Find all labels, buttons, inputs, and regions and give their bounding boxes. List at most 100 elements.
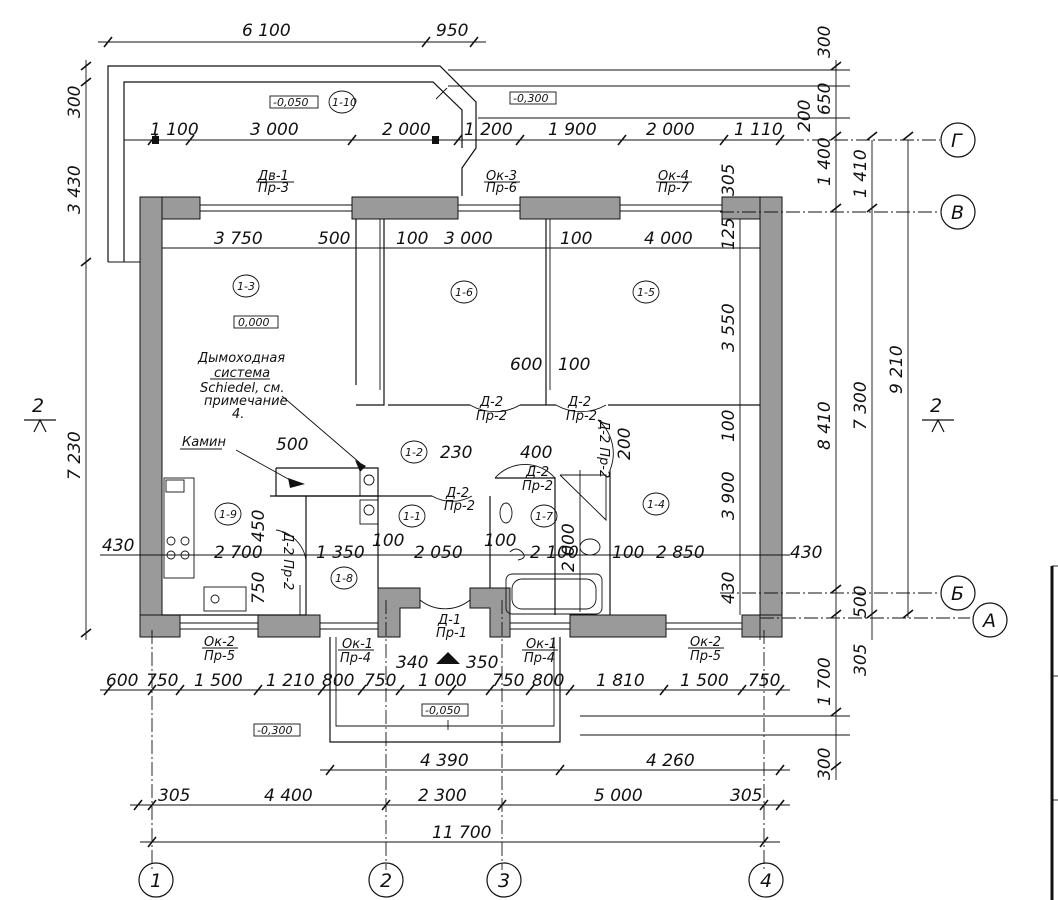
room-marker: 1-5 [637,286,655,299]
dim-int-k: 400 [520,443,552,463]
bottom-dimension-texts: 600 750 1 500 1 210 800 750 1 000 750 80… [106,653,780,843]
note-line: Дымоходная [197,351,285,366]
dim-top-c: 1 100 [150,120,199,140]
note-line: система [214,366,270,381]
dim-right-h: 3 550 [719,303,739,352]
dim-right-l: 500 [851,586,871,618]
section-mark-left: 2 [32,395,44,417]
room-marker: 1-3 [237,280,255,293]
fireplace-label: Камин [182,435,226,450]
opening-mark: Д-2 [479,395,503,410]
dim-bottom-row1: 1 210 [266,671,315,691]
dim-top-g: 1 900 [548,120,597,140]
dim-int-f: 4 000 [644,229,693,249]
room-marker: 1-6 [455,286,473,299]
opening-mark: Д-2 [567,395,591,410]
level-mark: -0,300 [513,92,548,105]
dim-right-c: 200 [795,100,815,132]
dim-bottom-row2: 4 390 [420,751,469,771]
dim-int-w: 750 [249,572,269,604]
dim-top-f: 1 200 [464,120,513,140]
dim-right-m: 305 [851,644,871,676]
dim-int-x: 2 000 [559,523,579,572]
room-marker: 1-10 [332,96,357,109]
opening-mark: Пр-2 [476,409,507,424]
dim-int-t: 100 [612,543,644,563]
dim-bottom-row3: 2 300 [418,786,467,806]
dim-right-k: 430 [719,572,739,604]
opening-mark: Ок-1 [526,637,557,652]
opening-mark: Пр-2 [444,499,475,514]
dim-right-q: 7 300 [851,381,871,430]
room-marker: 1-4 [647,498,665,511]
dim-int-d: 3 000 [444,229,493,249]
dim-bottom-row3: 305 [730,786,762,806]
dim-bottom-row3: 5 000 [594,786,643,806]
dim-top-b: 950 [436,21,468,41]
dim-bottom-total: 11 700 [432,823,491,843]
opening-mark: Пр-1 [436,626,467,641]
dim-left-a: 300 [65,86,85,118]
dim-int-q: 2 050 [414,543,463,563]
dim-int-n: 450 [249,510,269,542]
dim-int-v: 430 [790,543,822,563]
dim-top-e: 2 000 [382,120,431,140]
level-mark: -0,300 [257,724,292,737]
dim-right-i: 100 [719,410,739,442]
dim-bottom-row2: 4 260 [646,751,695,771]
opening-mark: Ок-3 [486,169,517,184]
right-dimension-texts: 300 650 200 1 400 1 410 305 125 3 550 10… [719,26,907,780]
door-swings [275,404,614,610]
opening-mark: Пр-5 [204,649,235,664]
dim-right-o: 300 [815,748,835,780]
dim-int-c: 100 [396,229,428,249]
room-markers: 1-10 1-3 1-6 1-5 1-2 1-9 1-1 1-7 1-4 1-8 [214,90,670,590]
kitchen-fixtures [163,477,247,612]
porch-outline [329,637,561,743]
dim-top-h: 2 000 [646,120,695,140]
dim-int-m: 2 700 [214,543,263,563]
dim-bottom-row1: 1 500 [194,671,243,691]
dim-right-r: 9 210 [887,345,907,394]
exterior-walls [139,196,783,638]
dim-int-u: 2 850 [656,543,705,563]
axis-label-a: А [981,610,996,632]
bathroom-fixtures [499,474,607,615]
dim-bottom-row1: 750 [492,671,524,691]
dim-right-a: 300 [815,26,835,58]
dim-int-a: 3 750 [214,229,263,249]
dim-porch: 350 [466,653,498,673]
axis-label-b: Б [951,583,964,605]
dim-int-j: 230 [440,443,472,463]
dim-int-h: 100 [558,355,590,375]
interior-partitions [162,219,760,616]
dim-bottom-row1: 600 [106,671,138,691]
opening-mark: Пр-2 [566,409,597,424]
window-lines [180,204,742,630]
opening-mark: Пр-4 [340,651,371,666]
section-marks: 2 2 [24,395,954,433]
dim-left-b: 3 430 [65,165,85,214]
note-line: 4. [232,407,244,422]
level-marks: -0,050 -0,300 0,000 -0,050 -0,300 [233,91,557,737]
dim-porch: 340 [396,653,428,673]
dim-bottom-row1: 1 810 [596,671,645,691]
dim-top-i: 1 110 [734,120,783,140]
dim-right-e: 1 410 [851,149,871,198]
opening-mark: Д-2 [525,465,549,480]
dim-int-e: 100 [560,229,592,249]
dim-right-p: 8 410 [815,401,835,450]
opening-mark: Пр-3 [258,181,289,196]
dim-int-s: 2 100 [530,543,579,563]
opening-mark: Д-2 [445,486,469,501]
dim-int-o: 1 350 [316,543,365,563]
dim-right-b: 650 [815,83,835,115]
dim-int-g: 600 [510,355,542,375]
dim-bottom-row1: 1 000 [418,671,467,691]
dim-int-p: 100 [372,531,404,551]
opening-mark: Ок-4 [658,169,689,184]
note-line: примечание [204,394,288,409]
axis-label-g: Г [951,130,963,152]
dim-right-n: 1 700 [815,657,835,706]
level-mark: 0,000 [238,316,270,329]
